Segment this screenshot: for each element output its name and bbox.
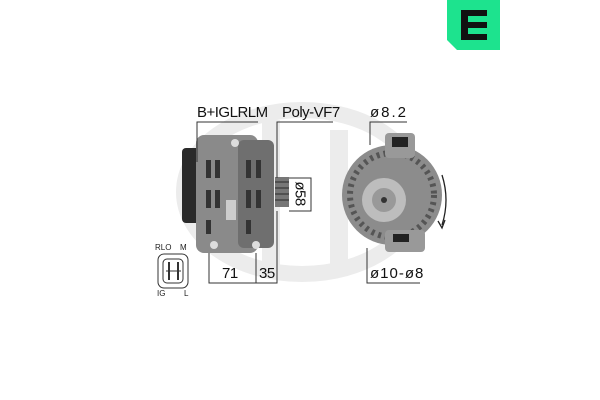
pulley-type-label: Poly-VF7 bbox=[282, 104, 340, 121]
pulley-diameter-label: ø58 bbox=[291, 181, 309, 206]
pulley-length-label: 35 bbox=[259, 265, 275, 282]
alternator-side-view bbox=[182, 135, 289, 253]
dimension-lines bbox=[196, 121, 420, 284]
connector-diagram bbox=[157, 253, 189, 289]
pin-rlo-label: RLO bbox=[155, 243, 172, 252]
pin-ig-label: IG bbox=[157, 289, 166, 298]
bottom-hole-label: ø10-ø8 bbox=[370, 265, 425, 282]
rotation-arrow-icon bbox=[441, 174, 447, 226]
pin-m-label: M bbox=[180, 243, 187, 252]
pin-l-label: L bbox=[184, 289, 189, 298]
top-hole-label: ø8.2 bbox=[370, 104, 409, 121]
alternator-front-view bbox=[342, 133, 442, 252]
brand-badge bbox=[447, 0, 500, 50]
connector-type-label: B+IGLRLM bbox=[197, 104, 268, 121]
body-length-label: 71 bbox=[222, 265, 238, 282]
